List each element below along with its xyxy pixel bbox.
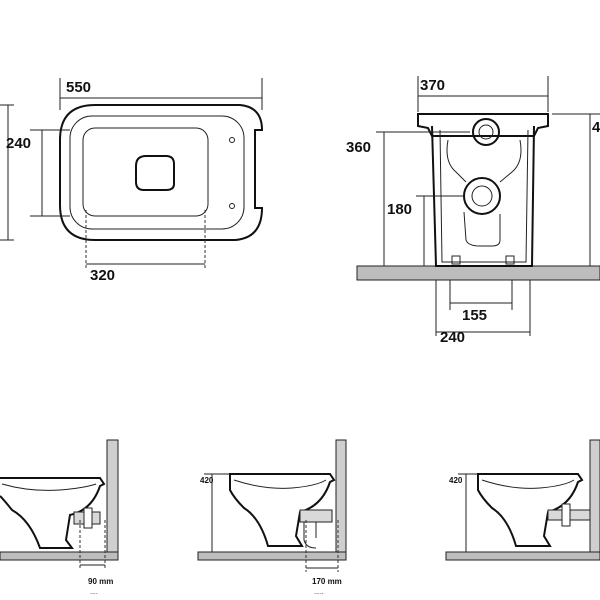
front-foot-left [451,255,461,265]
top-width-label: 550 [66,79,91,96]
side2-bowl [229,473,336,547]
front-inner-width-label: 155 [462,307,487,324]
side2-outlet-note: ..... [314,589,324,596]
front-outlet-inner [471,185,493,207]
front-outlet-height-label: 360 [346,139,371,156]
front-floor [356,265,600,281]
side3-floor [445,551,600,561]
side3-bowl [477,473,584,547]
side1-bowl [0,477,106,549]
side-view-2: 420 170 mm ..... [197,439,347,596]
top-view-outline [59,104,264,241]
seat-hole-upper [229,137,235,143]
top-view-inner-rim [69,115,245,230]
front-rim [417,113,549,137]
side3-wall [589,439,600,561]
front-outlet-outer [463,177,501,215]
side2-floor [197,551,347,561]
side-view-3: 420 [445,439,600,561]
side2-outlet-label: 170 mm [312,577,342,586]
side1-outlet-note: .... [90,589,98,596]
side2-height-label: 420 [200,476,214,485]
side2-pipe [299,509,333,523]
side1-wall [106,439,119,561]
front-foot-right [505,255,515,265]
top-depth-label: 240 [6,135,31,152]
side1-pipe-collar [83,507,93,529]
top-view: 550 240 320 [0,78,264,284]
top-fixing-label: 320 [90,267,115,284]
front-width-label: 370 [420,77,445,94]
seat-hole-lower [229,203,235,209]
side3-height-label: 420 [449,476,463,485]
front-view: 370 4 360 180 155 240 [346,76,600,346]
front-inlet-inner [478,124,494,140]
side3-bowl-inner [481,479,575,489]
front-trap-lower [463,211,501,247]
front-inlet-outer [472,118,500,146]
side1-bowl-inner [1,483,97,491]
side2-pipe-bend [303,522,317,549]
front-trapway [446,139,522,183]
top-view-basin [82,127,209,217]
front-outer-width-label: 240 [440,329,465,346]
top-view-outlet [135,155,175,191]
side2-bowl-inner [233,479,327,489]
side1-outlet-label: 90 mm [88,577,113,586]
side-view-1: 90 mm .... [0,439,119,596]
front-height-label: 4 [592,119,600,136]
side1-floor [0,551,119,561]
side3-pipe-collar [561,503,571,527]
front-fixing-height-label: 180 [387,201,412,218]
